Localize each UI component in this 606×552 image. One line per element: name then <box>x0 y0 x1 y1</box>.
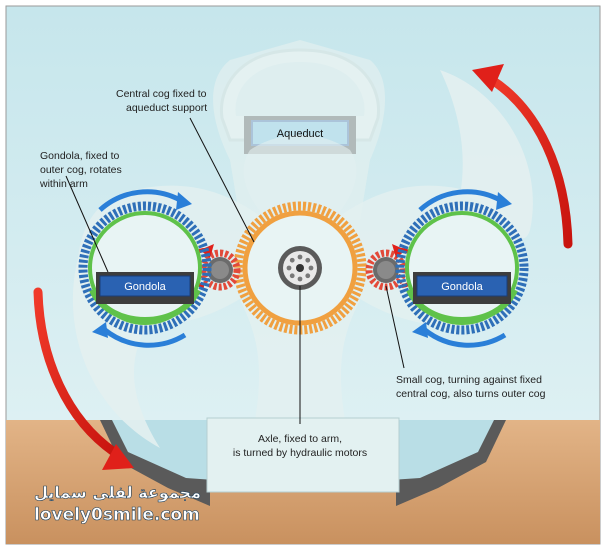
axle-bolt <box>286 265 292 271</box>
blue-arrow-left-top <box>98 189 182 212</box>
axle <box>278 246 322 290</box>
label-gondola-left: Gondola <box>124 281 166 293</box>
gondola-assembly-left <box>78 201 212 335</box>
label-small-cog-2: central cog, also turns outer cog <box>396 388 546 400</box>
axle-bolt <box>305 273 311 279</box>
label-gondola-right: Gondola <box>441 281 483 293</box>
axle-housing <box>206 417 400 493</box>
blue-arrow-left-bottom <box>103 328 187 348</box>
red-arrowhead-right-large <box>472 64 504 92</box>
red-arrowhead-left-large <box>102 444 134 470</box>
label-central-cog-1: Central cog fixed to <box>116 88 207 100</box>
blue-arrow-right-bottom <box>423 328 507 348</box>
label-axle-2: is turned by hydraulic motors <box>233 447 367 459</box>
axle-bolt <box>289 257 295 263</box>
red-arrow-left-large <box>33 287 119 457</box>
watermark-latin: lovely0smile.com <box>34 505 200 525</box>
leader-small-cog <box>385 285 405 369</box>
label-gondola-note-1: Gondola, fixed to <box>40 150 120 162</box>
blue-arrowhead-right-top <box>496 192 512 210</box>
axle-bolt <box>297 276 303 282</box>
leader-central-cog <box>189 117 255 243</box>
blue-arrowhead-left-top <box>176 192 192 210</box>
label-gondola-note-3: within arm <box>39 178 88 190</box>
blue-arrowhead-right-bottom <box>412 322 428 338</box>
label-aqueduct: Aqueduct <box>277 128 323 140</box>
red-arrow-right-large <box>487 75 573 249</box>
small-cog-left <box>199 249 241 291</box>
blue-arrow-right-top <box>418 189 502 212</box>
label-gondola-note-2: outer cog, rotates <box>40 164 122 176</box>
blue-arrowhead-left-bottom <box>92 322 108 338</box>
label-axle-1: Axle, fixed to arm, <box>258 433 342 445</box>
wheel-arm-right-hook <box>440 70 533 239</box>
label-central-cog-2: aqueduct support <box>126 102 207 114</box>
axle-bolt <box>308 265 314 271</box>
axle-bolt <box>289 273 295 279</box>
gondola-assembly-right <box>395 201 529 335</box>
axle-bolt <box>297 254 303 260</box>
watermark-arabic: مجموعة لفلى سمايل <box>34 483 201 502</box>
wheel-arm-left-hook <box>72 258 160 448</box>
axle-bolt <box>305 257 311 263</box>
leader-gondola <box>65 175 109 273</box>
label-small-cog-1: Small cog, turning against fixed <box>396 374 542 386</box>
